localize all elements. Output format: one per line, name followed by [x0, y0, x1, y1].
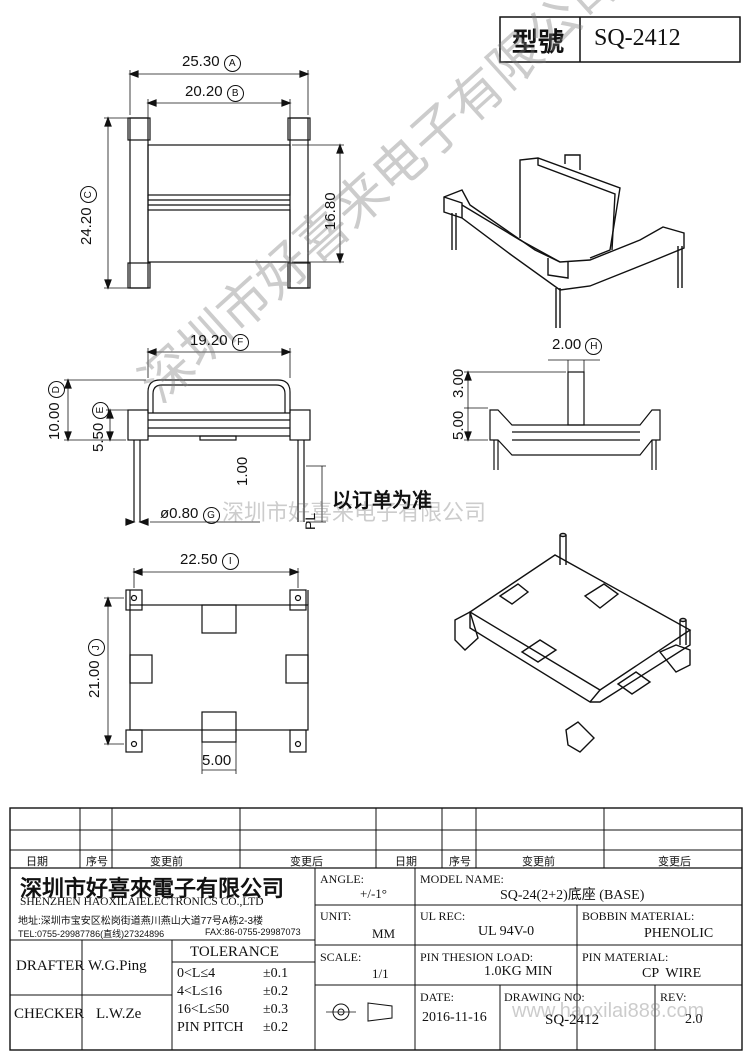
iso-view-top	[443, 154, 685, 328]
checker-label: CHECKER	[14, 1006, 85, 1022]
dim-mark-f: F	[231, 334, 249, 351]
bottom-view	[104, 568, 309, 774]
ul-rec-value: UL 94V-0	[478, 924, 535, 939]
dim-side-width: 19.20 F	[190, 332, 249, 351]
dim-overall-height: 24.20 C	[78, 186, 97, 245]
dim-front-pin-width: 2.00 H	[552, 336, 603, 355]
pin-tension-value: 1.0KG MIN	[484, 964, 553, 979]
side-view	[64, 348, 326, 526]
dim-inner-width: 20.20 B	[185, 83, 244, 102]
pin-material-label: PIN MATERIAL:	[582, 950, 669, 964]
model-name-value: SQ-24(2+2)底座 (BASE)	[500, 888, 645, 903]
tolerance-table: 0<L≤4±0.1 4<L≤16±0.2 16<L≤50±0.3 PIN PIT…	[177, 965, 288, 1037]
order-note: 以订单为准	[332, 490, 432, 512]
tolerance-row: 4<L≤16±0.2	[177, 984, 289, 999]
tolerance-title: TOLERANCE	[190, 944, 279, 960]
scale-label: SCALE:	[320, 950, 362, 964]
dim-side-height2: 5.50 E	[90, 401, 109, 452]
drawing-no-label: DRAWING NO:	[504, 990, 585, 1004]
front-view	[464, 359, 661, 470]
drafter-label: DRAFTER	[16, 958, 85, 974]
dim-pin-length: 1.00	[234, 456, 251, 486]
dim-mark-j: J	[88, 639, 105, 657]
dim-mark-i: I	[221, 553, 239, 570]
company-name-cn: 深圳市好喜來電子有限公司	[20, 876, 285, 901]
tables-grid	[9, 807, 743, 1051]
dim-mark-a: A	[223, 55, 241, 72]
date-label: DATE:	[420, 990, 454, 1004]
dim-front-base-height: 5.00	[450, 410, 467, 440]
drawing-no-value: SQ-2412	[545, 1012, 600, 1028]
rev-col-date-1: 日期	[26, 856, 48, 868]
rev-col-before-1: 变更前	[150, 856, 183, 868]
rev-col-date-2: 日期	[395, 856, 417, 868]
horizontal-watermark: 深圳市好喜来电子有限公司	[222, 500, 487, 525]
angle-label: ANGLE:	[320, 872, 364, 886]
dim-mark-h: H	[585, 338, 603, 355]
unit-value: MM	[372, 926, 396, 941]
rev-col-after-1: 变更后	[290, 856, 323, 868]
angle-value: +/-1°	[360, 886, 387, 901]
company-fax: FAX:86-0755-29987073	[205, 927, 301, 937]
tolerance-row: PIN PITCH±0.2	[177, 1020, 289, 1035]
dim-bottom-width: 22.50 I	[180, 551, 239, 570]
dim-pin-dia: ø0.80 G	[160, 505, 220, 524]
dim-mark-b: B	[226, 85, 244, 102]
bobbin-material-label: BOBBIN MATERIAL:	[582, 909, 695, 923]
iso-view-bottom	[454, 532, 692, 753]
company-name-en: SHENZHEN HAOXILAIELECTRONICS CO.,LTD	[20, 896, 264, 908]
bobbin-material-value: PHENOLIC	[644, 926, 714, 941]
company-address: 地址:深圳市宝安区松岗街道燕川燕山大道77号A栋2-3楼	[18, 916, 264, 927]
rev-value: 2.0	[685, 1012, 703, 1027]
dim-inner-height: 16.80	[322, 192, 339, 230]
ul-rec-label: UL REC:	[420, 909, 466, 923]
rev-col-before-2: 变更前	[522, 856, 555, 868]
dim-pin-pitch: PL	[302, 512, 318, 530]
checker-value: L.W.Ze	[96, 1006, 142, 1022]
rev-col-seq-2: 序号	[449, 856, 471, 868]
dim-bottom-height: 21.00 J	[86, 639, 105, 698]
tolerance-row: 0<L≤4±0.1	[177, 966, 289, 981]
dim-mark-c: C	[80, 186, 97, 204]
pin-tension-label: PIN THESION LOAD:	[420, 950, 534, 964]
unit-label: UNIT:	[320, 909, 352, 923]
date-value: 2016-11-16	[422, 1010, 487, 1025]
rev-col-seq-1: 序号	[86, 856, 108, 868]
model-name-label: MODEL NAME:	[420, 872, 504, 886]
top-view	[104, 70, 344, 290]
dim-mark-g: G	[202, 507, 220, 524]
dim-side-height: 10.00 D	[46, 381, 65, 440]
dim-mark-d: D	[48, 381, 65, 399]
drafter-value: W.G.Ping	[88, 958, 147, 974]
rev-col-after-2: 变更后	[658, 856, 691, 868]
dim-top-width: 25.30 A	[182, 53, 241, 72]
dim-bottom-tab: 5.00	[202, 752, 232, 769]
model-label: 型號	[512, 28, 565, 57]
url-watermark: www.haoxilai888.com	[512, 1000, 705, 1022]
tolerance-row: 16<L≤50±0.3	[177, 1002, 289, 1017]
pin-material-value: CP WIRE	[642, 966, 702, 981]
dim-front-pin-top: 3.00	[450, 368, 467, 398]
dim-mark-e: E	[92, 401, 109, 419]
rev-label: REV:	[660, 990, 687, 1004]
scale-value: 1/1	[372, 966, 389, 981]
company-tel: TEL:0755-29987786(直线)27324896	[18, 929, 165, 939]
model-header-box	[499, 16, 741, 63]
model-value: SQ-2412	[594, 25, 681, 51]
